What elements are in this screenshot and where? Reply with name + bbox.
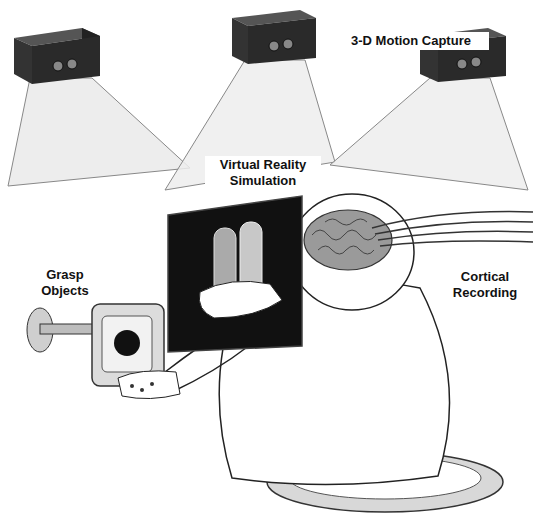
monkey-arm bbox=[172, 345, 250, 392]
part-label: 3-D Motion Capture bbox=[333, 32, 489, 50]
virtual-hand bbox=[199, 222, 282, 318]
part-label: Virtual Reality Simulation bbox=[205, 156, 321, 190]
camera-view-cone bbox=[165, 60, 335, 190]
grasp-device bbox=[27, 304, 180, 399]
recording-wires bbox=[372, 212, 533, 246]
camera bbox=[232, 10, 316, 64]
part-label: Cortical Recording bbox=[440, 268, 530, 302]
vr-display bbox=[168, 196, 302, 352]
camera-view-cone bbox=[330, 78, 528, 190]
camera bbox=[14, 28, 100, 84]
camera-view-cone bbox=[8, 78, 190, 186]
part-label: Grasp Objects bbox=[22, 266, 108, 300]
monkey-head bbox=[290, 194, 414, 310]
